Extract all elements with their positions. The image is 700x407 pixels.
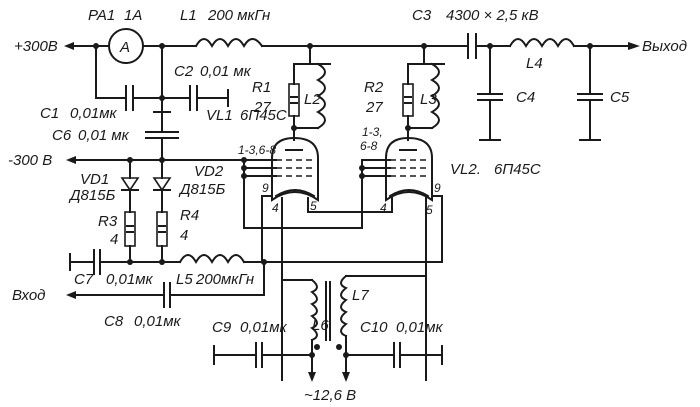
vl1-pin5: 5 xyxy=(310,199,317,213)
r3-ref: R3 xyxy=(98,213,118,230)
c1-ref: C1 xyxy=(40,105,59,122)
r1-ref: R1 xyxy=(252,79,271,96)
c4-ref: C4 xyxy=(516,89,535,106)
c7-value: 0,01мк xyxy=(106,271,153,288)
pa1-ammeter: A xyxy=(108,28,144,64)
output-filter xyxy=(467,33,603,141)
c3-value: 4300 × 2,5 кВ xyxy=(446,7,539,24)
c6-value: 0,01 мк xyxy=(78,127,130,144)
l5-value: 200мкГн xyxy=(195,271,254,288)
heater-transformer xyxy=(281,274,427,375)
c2-value: 0,01 мк xyxy=(200,63,252,80)
output-label: Выход xyxy=(642,38,687,55)
c6-ref: C6 xyxy=(52,127,72,144)
vd2-r4-branch xyxy=(152,159,172,263)
l5-ref: L5 xyxy=(176,271,193,288)
vl1-grid-pins: 1-3,6-8 xyxy=(238,143,276,157)
vl2-tube xyxy=(361,136,443,381)
c6-capacitor xyxy=(145,131,179,161)
c1-value: 0,01мк xyxy=(70,105,117,122)
c8-ref: C8 xyxy=(104,313,124,330)
vl1-value: 6П45С xyxy=(240,107,287,124)
c5-ref: C5 xyxy=(610,89,630,106)
r4-ref: R4 xyxy=(180,207,199,224)
vd2-ref: VD2 xyxy=(194,163,224,180)
vl1-ref: VL1 xyxy=(206,107,233,124)
l1-inductor xyxy=(194,38,264,49)
c10-value: 0,01мк xyxy=(396,319,443,336)
r3-value: 4 xyxy=(110,231,118,248)
plus-supply-arrow xyxy=(64,42,74,50)
r4-value: 4 xyxy=(180,227,188,244)
plus-supply-label: +300В xyxy=(14,38,58,55)
c2-ref: C2 xyxy=(174,63,194,80)
output-arrow-icon xyxy=(628,42,640,50)
vl2-pin9: 9 xyxy=(434,181,441,195)
pa1-value: 1A xyxy=(124,7,142,24)
vd1-ref: VD1 xyxy=(80,171,109,188)
pa1-label: PA1 xyxy=(88,7,115,24)
c10-ref: C10 xyxy=(360,319,388,336)
vl1-pin9: 9 xyxy=(262,181,269,195)
c9-c10-bypass xyxy=(213,342,443,368)
vd2-value: Д815Б xyxy=(178,181,226,198)
l7-ref: L7 xyxy=(352,287,369,304)
vl1-tube xyxy=(243,136,393,381)
svg-text:A: A xyxy=(119,39,130,56)
vl2-pin4: 4 xyxy=(380,201,387,215)
vl2-grid-pins-b: 6-8 xyxy=(360,139,378,153)
input-label: Вход xyxy=(12,287,45,304)
l1-ref: L1 xyxy=(180,7,197,24)
l1-value: 200 мкГн xyxy=(207,7,270,24)
c9-value: 0,01мк xyxy=(240,319,287,336)
c9-ref: C9 xyxy=(212,319,232,336)
l6-ref: L6 xyxy=(312,317,329,334)
r2-value: 27 xyxy=(365,99,383,116)
vd1-value: Д815Б xyxy=(68,187,116,204)
minus-supply-arrow xyxy=(66,156,76,164)
c3-ref: C3 xyxy=(412,7,432,24)
minus-supply-label: -300 В xyxy=(8,152,52,169)
vl2-value: 6П45С xyxy=(494,161,541,178)
c8-value: 0,01мк xyxy=(134,313,181,330)
c1-c2-network xyxy=(95,45,229,131)
r2-ref: R2 xyxy=(364,79,384,96)
input-arrow-icon xyxy=(66,291,76,299)
l4-ref: L4 xyxy=(526,55,543,72)
heater-label: ~12,6 В xyxy=(304,387,356,404)
heater-arrow-left xyxy=(308,372,316,382)
grid-bias-network xyxy=(69,249,421,308)
heater-arrow-right xyxy=(342,372,350,382)
l2-ref: L2 xyxy=(304,91,321,108)
vl2-pin5: 5 xyxy=(426,203,433,217)
vl1-pin4: 4 xyxy=(272,201,279,215)
c7-ref: C7 xyxy=(74,271,94,288)
l3-ref: L3 xyxy=(420,91,437,108)
vl2-ref: VL2. xyxy=(450,161,481,178)
vd1-r3-branch xyxy=(120,159,140,263)
r1-value: 27 xyxy=(253,99,271,116)
vl2-grid-pins-a: 1-3, xyxy=(362,125,383,139)
